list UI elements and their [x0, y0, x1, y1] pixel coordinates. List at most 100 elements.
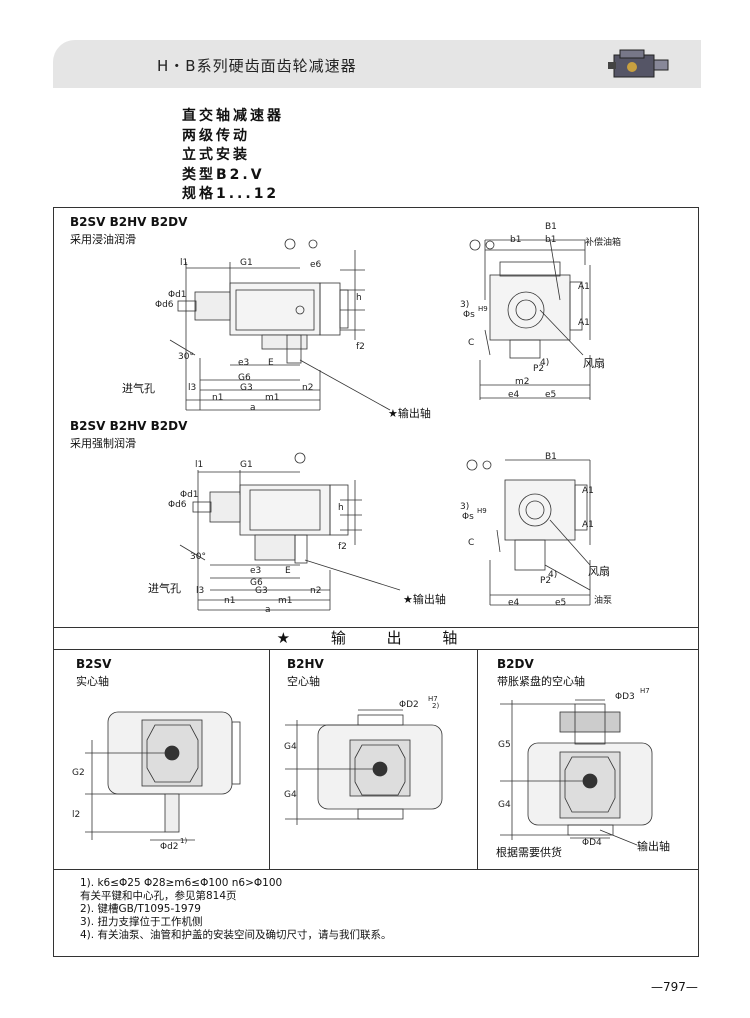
footnote: 有关平键和中心孔，参见第814页: [80, 890, 237, 902]
output-shaft-label: ★输出轴: [388, 407, 431, 420]
footnote: 1). k6≤Φ25 Φ28≥m6≤Φ100 n6>Φ100: [80, 877, 283, 889]
column-divider: [477, 649, 478, 869]
column-title: B2HV: [287, 657, 324, 671]
dim-label: m1: [265, 393, 280, 403]
dim-label: B1: [545, 222, 557, 232]
dim-label: n1: [212, 393, 224, 403]
dim-label: E: [285, 566, 291, 576]
oil-tank-label: 补偿油箱: [585, 238, 622, 248]
b2dv-drawing: [500, 699, 653, 846]
front-view-1: [469, 239, 591, 400]
column-subtitle: 带胀紧盘的空心轴: [497, 675, 585, 688]
dim-label: 30°: [190, 552, 206, 562]
section1-title: B2SV B2HV B2DV: [70, 215, 188, 229]
dim-label: G1: [240, 460, 253, 470]
dim-label: f2: [338, 542, 347, 552]
content-frame: [53, 207, 699, 957]
dim-label: P2: [533, 364, 545, 374]
note-ref: 4): [548, 570, 558, 580]
b2sv-drawing: [85, 711, 241, 841]
dim-label: l3: [188, 383, 197, 393]
dim-label: m1: [278, 596, 293, 606]
dim-label: f2: [356, 342, 365, 352]
dim-label: ΦD3: [615, 692, 635, 702]
output-shaft-section-title: ★ 输 出 轴: [276, 629, 476, 647]
oil-pump-label: 油泵: [594, 596, 613, 606]
dim-label: A1: [578, 282, 590, 292]
dim-label: l3: [196, 586, 205, 596]
dim-label: Φs: [462, 512, 474, 522]
dim-label: m2: [515, 377, 530, 387]
dim-label: P2: [540, 576, 552, 586]
note-ref: 3): [460, 300, 470, 310]
side-view-2: [179, 452, 401, 611]
front-view-2: [466, 459, 591, 606]
dim-label: C: [468, 338, 475, 348]
dim-label: B1: [545, 452, 557, 462]
dim-label: 30°: [178, 352, 194, 362]
dim-label: G6: [238, 373, 251, 383]
subtitle-line: 规格1...12: [182, 186, 280, 203]
dim-label: Φd6: [168, 500, 187, 510]
dim-label: b1: [545, 235, 557, 245]
section2-title: B2SV B2HV B2DV: [70, 419, 188, 433]
column-divider: [269, 649, 270, 869]
header-bar: [53, 40, 701, 88]
fan-label: 风扇: [583, 357, 605, 370]
divider: [53, 869, 699, 870]
section2-subtitle: 采用强制润滑: [70, 437, 136, 450]
dim-label: l1: [180, 258, 189, 268]
dim-label: e4: [508, 598, 520, 608]
dim-label: G6: [250, 578, 263, 588]
dim-label: Φd1: [168, 290, 187, 300]
footnote: 4). 有关油泵、油管和护盖的安装空间及确切尺寸，请与我们联系。: [80, 929, 392, 941]
divider: [53, 649, 699, 650]
note-ref: 3): [460, 502, 470, 512]
dim-label: H9: [477, 507, 487, 515]
dim-label: A1: [582, 486, 594, 496]
dim-label: H7: [428, 695, 438, 703]
footnote: 3). 扭力支撑位于工作机侧: [80, 916, 203, 928]
output-shaft-label: ★输出轴: [403, 593, 446, 606]
column-title: B2SV: [76, 657, 112, 671]
dim-label: Φs: [463, 310, 475, 320]
column-subtitle: 空心轴: [287, 675, 320, 688]
air-inlet-label: 进气孔: [122, 382, 155, 395]
dim-label: a: [250, 403, 256, 413]
side-view-1: [169, 238, 391, 411]
dim-label: G3: [240, 383, 253, 393]
dim-label: G4: [498, 800, 511, 810]
column-subtitle: 实心轴: [76, 675, 109, 688]
dim-label: ΦD2: [399, 700, 419, 710]
dim-label: ΦD4: [582, 838, 602, 848]
dim-label: A1: [578, 318, 590, 328]
dim-label: A1: [582, 520, 594, 530]
dim-label: e3: [238, 358, 250, 368]
divider: [53, 627, 699, 628]
dim-label: H9: [478, 305, 488, 313]
footnotes: 1). k6≤Φ25 Φ28≥m6≤Φ100 n6>Φ100 有关平键和中心孔，…: [80, 877, 391, 942]
page-title: H・B系列硬齿面齿轮减速器: [157, 57, 357, 75]
dim-label: G5: [498, 740, 511, 750]
dim-label: n2: [310, 586, 322, 596]
dim-label: n2: [302, 383, 314, 393]
output-shaft-label: 输出轴: [637, 840, 670, 853]
section1-subtitle: 采用浸油润滑: [70, 233, 136, 246]
subtitle-line: 类型B2.V: [182, 166, 265, 183]
note-ref: 2): [432, 702, 440, 710]
dim-label: n1: [224, 596, 236, 606]
dim-label: e3: [250, 566, 262, 576]
note-ref: 1): [180, 837, 188, 845]
air-inlet-label: 进气孔: [148, 582, 181, 595]
dim-label: b1: [510, 235, 522, 245]
dim-label: Φd2: [160, 842, 179, 852]
dim-label: G4: [284, 790, 297, 800]
dim-label: C: [468, 538, 475, 548]
subtitle-block: 直交轴减速器 两级传动 立式安装 类型B2.V 规格1...12: [182, 107, 284, 205]
subtitle-line: 直交轴减速器: [182, 108, 284, 124]
dim-label: h: [338, 503, 344, 513]
dim-label: e4: [508, 390, 520, 400]
b2hv-drawing: [285, 709, 443, 825]
dim-label: Φd6: [155, 300, 174, 310]
page-number: —797—: [651, 980, 698, 994]
